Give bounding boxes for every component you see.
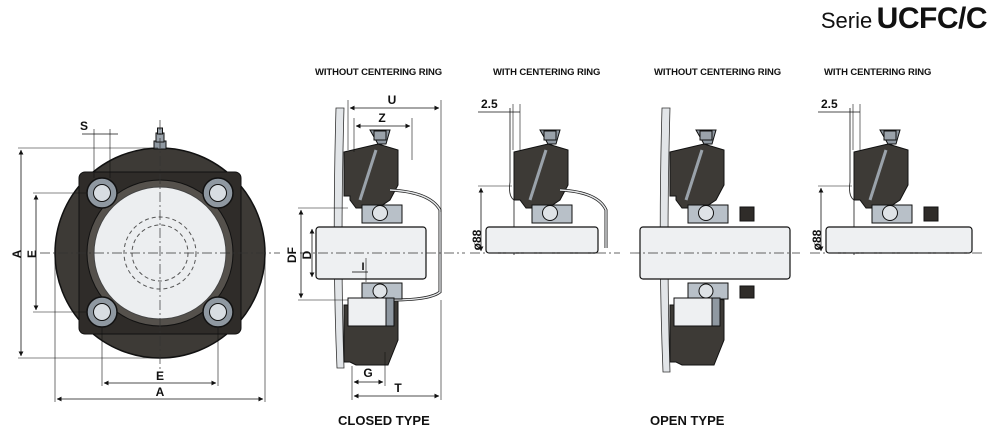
ring-offset-label: 2.5 xyxy=(481,97,498,111)
dim-a-bottom-label: A xyxy=(156,385,165,399)
header-open-with-ring: WITH CENTERING RING xyxy=(824,67,932,78)
dim-t-label: T xyxy=(394,381,402,395)
open-type-label: OPEN TYPE xyxy=(650,413,725,428)
dim-z-label: Z xyxy=(378,111,385,125)
series-title: Serie UCFC/C xyxy=(820,2,988,36)
bolt-top-right xyxy=(202,177,234,209)
section-open-without-ring xyxy=(630,107,800,373)
dim-e-bottom-label: E xyxy=(156,369,164,383)
section-closed-with-ring: 2.5 ø88 xyxy=(470,97,620,255)
ring-diameter-label-open: ø88 xyxy=(810,229,824,250)
front-view: S A E E A xyxy=(10,119,280,402)
bolt-bottom-left xyxy=(86,296,118,328)
ring-offset-label-open: 2.5 xyxy=(821,97,838,111)
section-open-with-ring: 2.5 ø88 xyxy=(810,97,985,255)
header-open-without-ring: WITHOUT CENTERING RING xyxy=(654,67,782,78)
dim-g-label: G xyxy=(363,366,372,380)
dim-a-left-label: A xyxy=(10,249,24,258)
closed-type-label: CLOSED TYPE xyxy=(338,413,430,428)
dim-e-left-label: E xyxy=(25,250,39,258)
series-label: Serie xyxy=(820,8,873,33)
header-closed-without-ring: WITHOUT CENTERING RING xyxy=(315,67,443,78)
bolt-top-left xyxy=(86,177,118,209)
header-closed-with-ring: WITH CENTERING RING xyxy=(493,67,601,78)
section-closed-without-ring: U Z DF D I G T xyxy=(285,93,465,400)
dim-i-label: I xyxy=(361,261,364,273)
bolt-bottom-right xyxy=(202,296,234,328)
ring-diameter-label: ø88 xyxy=(470,229,484,250)
dim-s-label: S xyxy=(80,119,88,133)
dim-df-label: DF xyxy=(285,247,299,263)
dim-u-label: U xyxy=(388,93,397,107)
dim-d-label: D xyxy=(300,250,314,259)
model-label: UCFC/C xyxy=(876,2,988,35)
